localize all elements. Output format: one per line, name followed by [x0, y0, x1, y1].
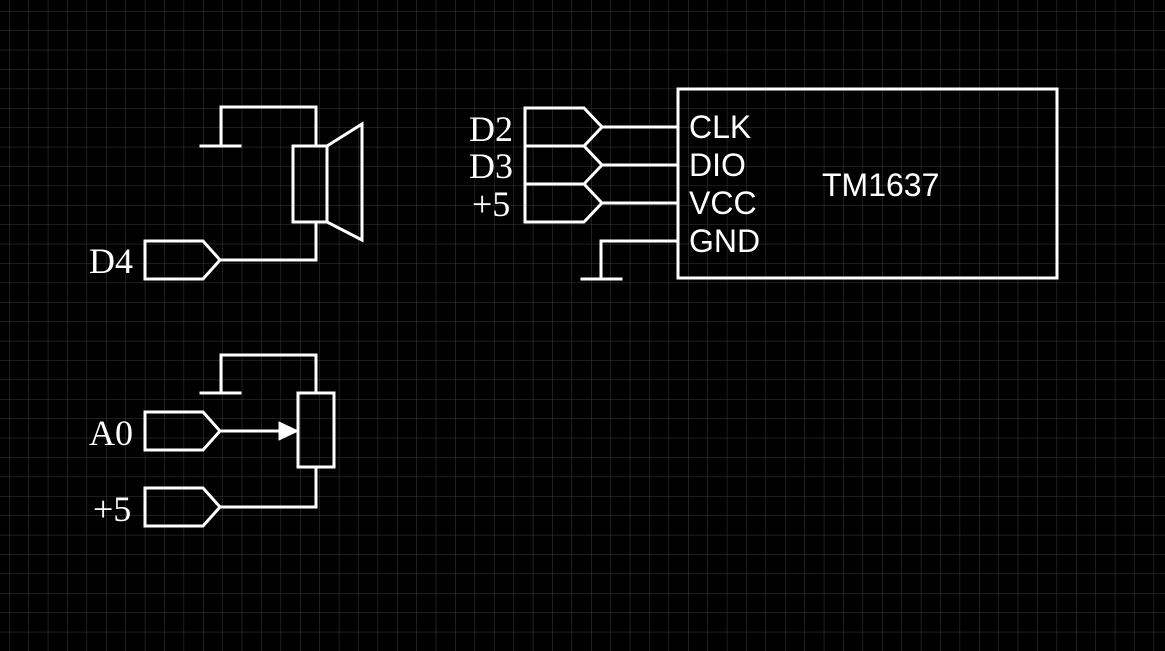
potentiometer-circuit: A0 +5 [89, 353, 336, 529]
pin-label-vcc: VCC [689, 185, 757, 221]
tm1637-circuit: TM1637 CLK DIO VCC GND D2 D3 +5 [469, 87, 1059, 281]
speaker-circuit: D4 [89, 105, 364, 281]
tm1637-chip-body [676, 87, 1059, 280]
net-label-connector-icon [523, 182, 605, 224]
speaker-icon [291, 121, 364, 243]
net-label-connector-icon [523, 144, 605, 186]
ground-icon [199, 105, 242, 148]
wiper-arrow-icon [278, 421, 300, 441]
net-label-a0: A0 [89, 413, 133, 453]
net-label-plus5-chip: +5 [472, 184, 510, 224]
net-label-connector-icon [523, 106, 605, 148]
net-label-d2: D2 [469, 109, 513, 149]
pin-label-dio: DIO [689, 147, 746, 183]
ground-icon [199, 353, 242, 395]
net-label-plus5-pot: +5 [93, 489, 131, 529]
pin-label-clk: CLK [689, 109, 751, 145]
net-label-connector-icon [143, 410, 223, 452]
chip-name: TM1637 [822, 167, 939, 203]
pin-label-gnd: GND [689, 223, 760, 259]
net-label-connector-icon [143, 239, 223, 281]
net-label-d3: D3 [469, 146, 513, 186]
net-label-d4: D4 [89, 241, 133, 281]
net-label-connector-icon [143, 486, 223, 528]
